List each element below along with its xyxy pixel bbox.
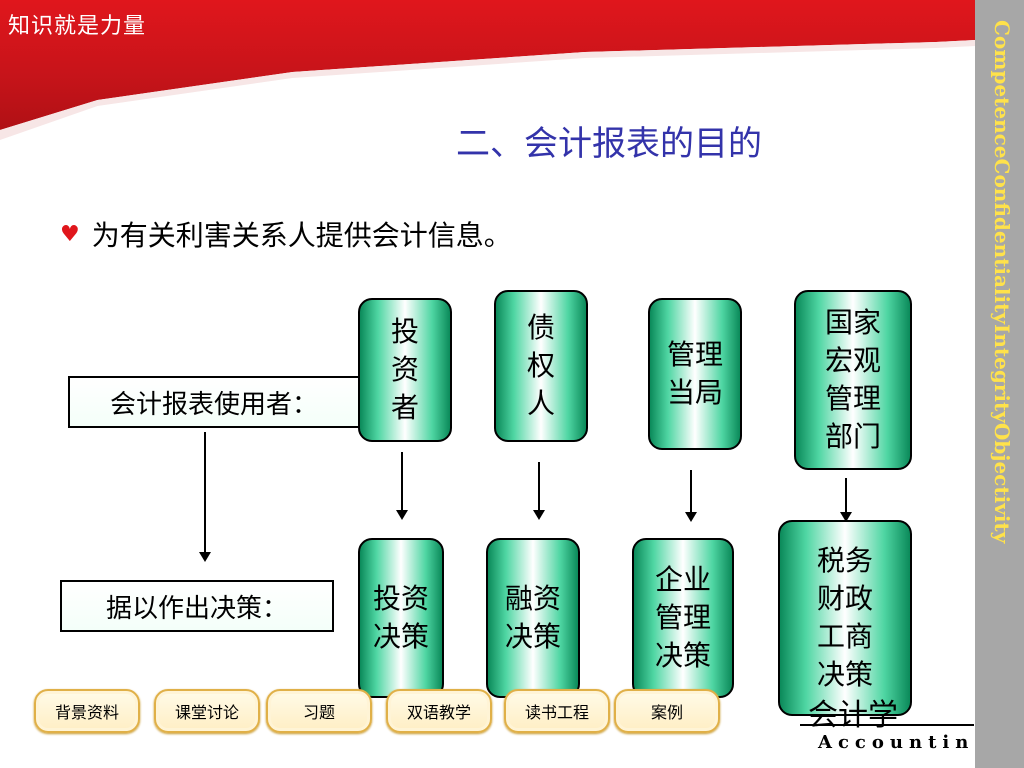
nav-button-discussion[interactable]: 课堂讨论	[154, 689, 260, 733]
user-box-label: 国家 宏观 管理 部门	[824, 306, 881, 453]
arrow-management	[685, 470, 697, 522]
decision-box-label: 税务 财政 工商 决策	[816, 544, 873, 691]
decision-box-label: 融资 决策	[504, 582, 561, 653]
top-banner	[0, 0, 975, 130]
users-label: 会计报表使用者：	[68, 376, 360, 428]
side-vertical-text: CompetenceConfidentialityIntegrityObject…	[990, 20, 1014, 544]
user-box-creditor: 债 权 人	[494, 290, 588, 442]
bullet-line: ♥ 为有关利害关系人提供会计信息。	[60, 214, 512, 254]
decision-box-label: 投资 决策	[372, 582, 429, 653]
logo-title: 会计学	[808, 698, 898, 733]
banner-title: 知识就是力量	[8, 14, 147, 39]
decision-box-investment: 投资 决策	[358, 538, 444, 698]
nav-button-cases[interactable]: 案例	[614, 689, 720, 733]
decision-box-financing: 融资 决策	[486, 538, 580, 698]
nav-button-bilingual[interactable]: 双语教学	[386, 689, 492, 733]
nav-button-background[interactable]: 背景资料	[34, 689, 140, 733]
heart-bullet-icon: ♥	[60, 221, 80, 247]
user-box-government: 国家 宏观 管理 部门	[794, 290, 912, 470]
slide-title: 二、会计报表的目的	[456, 124, 762, 164]
nav-button-reading[interactable]: 读书工程	[504, 689, 610, 733]
side-strip	[975, 0, 1024, 768]
user-box-label: 投 资 者	[390, 315, 419, 424]
logo-divider	[800, 724, 974, 726]
arrow-creditor	[533, 462, 545, 520]
user-box-label: 债 权 人	[526, 311, 555, 420]
decision-box-tax: 税务 财政 工商 决策	[778, 520, 912, 716]
user-box-management: 管理 当局	[648, 298, 742, 450]
decision-label: 据以作出决策：	[60, 580, 334, 632]
user-box-label: 管理 当局	[666, 338, 723, 409]
decision-box-label: 企业 管理 决策	[654, 563, 711, 672]
user-box-investor: 投 资 者	[358, 298, 452, 442]
bullet-text: 为有关利害关系人提供会计信息。	[91, 219, 512, 252]
logo-subtitle: Accounting	[818, 732, 993, 753]
nav-button-exercises[interactable]: 习题	[266, 689, 372, 733]
arrow-users-to-decision	[199, 432, 211, 562]
arrow-government	[840, 478, 852, 522]
arrow-investor	[396, 452, 408, 520]
decision-box-management: 企业 管理 决策	[632, 538, 734, 698]
